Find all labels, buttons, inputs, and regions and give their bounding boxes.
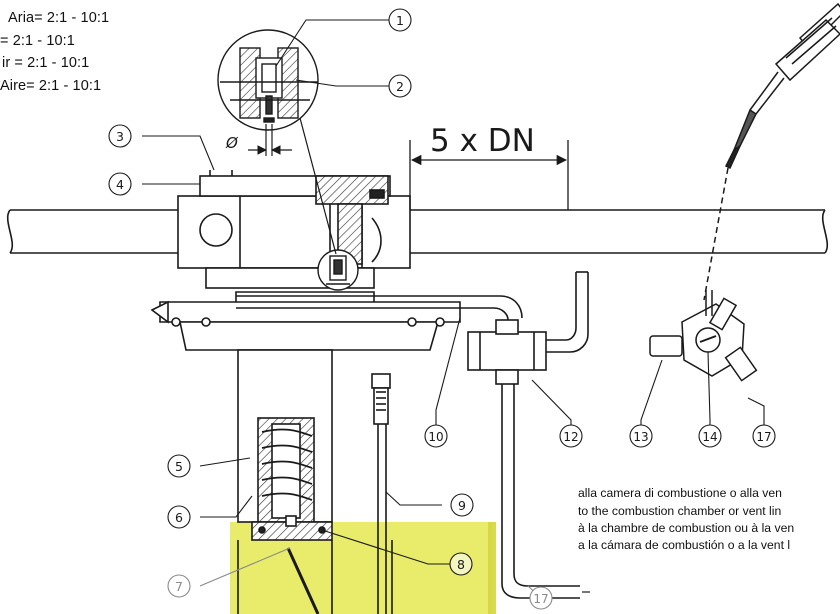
- ratio-label-it: Aria= 2:1 - 10:1: [8, 10, 110, 26]
- diameter-dimension: [248, 124, 292, 156]
- callout-5: 5: [167, 454, 191, 478]
- svg-text:7: 7: [175, 579, 183, 594]
- svg-text:9: 9: [458, 498, 466, 513]
- svg-text:10: 10: [428, 430, 443, 444]
- svg-text:8: 8: [457, 557, 465, 572]
- ratio-label-fr: ir = 2:1 - 10:1: [2, 55, 90, 71]
- diameter-symbol: Ø: [225, 134, 239, 152]
- callout-8: 8: [449, 552, 473, 576]
- callout-14: 14: [698, 424, 722, 448]
- callout-10: 10: [424, 424, 448, 448]
- svg-text:17: 17: [533, 592, 548, 606]
- vent-note-fr: à la chambre de combustion ou à la ven: [578, 521, 795, 535]
- ratio-label-en: = 2:1 - 10:1: [0, 33, 75, 49]
- impulse-pipe: [236, 295, 523, 321]
- dn-dimension-label: 5 x DN: [430, 123, 535, 159]
- callout-3: 3: [108, 124, 132, 148]
- vent-note-it: alla camera di combustione o alla ven: [578, 486, 782, 500]
- callout-6: 6: [167, 505, 191, 529]
- callout-17-outlet: 17: [529, 586, 553, 610]
- main-pipe: [6, 209, 829, 254]
- svg-text:13: 13: [633, 430, 648, 444]
- screwdriver-icon: [703, 2, 840, 301]
- tee-fitting: [467, 271, 589, 599]
- pressure-tap-tube: [371, 373, 391, 614]
- callout-7: 7: [167, 574, 191, 598]
- ratio-label-es: Aire= 2:1 - 10:1: [0, 78, 102, 94]
- callout-2: 2: [388, 74, 412, 98]
- svg-text:6: 6: [175, 510, 183, 525]
- svg-text:2: 2: [396, 79, 404, 94]
- svg-text:4: 4: [116, 177, 124, 192]
- vent-note-en: to the combustion chamber or vent lin: [578, 504, 782, 518]
- spring-housing: [237, 349, 333, 541]
- callout-17-valve: 17: [752, 424, 776, 448]
- callout-1: 1: [388, 8, 412, 32]
- regulator-body: [177, 170, 411, 289]
- detail-leader: [299, 117, 337, 255]
- dn-dimension: [409, 140, 569, 210]
- svg-text:3: 3: [116, 129, 124, 144]
- svg-text:5: 5: [175, 459, 183, 474]
- callout-13: 13: [629, 424, 653, 448]
- callout-4: 4: [108, 172, 132, 196]
- nozzle-detail: [217, 29, 319, 131]
- callout-12: 12: [559, 424, 583, 448]
- vent-note-es: a la cámara de combustión o a la vent l: [578, 538, 791, 552]
- svg-text:12: 12: [563, 430, 578, 444]
- callout-9: 9: [450, 493, 474, 517]
- internal-nozzle: [317, 249, 359, 291]
- svg-text:17: 17: [756, 430, 771, 444]
- svg-text:14: 14: [702, 430, 717, 444]
- three-way-valve: [649, 290, 758, 382]
- svg-text:1: 1: [396, 13, 404, 28]
- diaphragm-plate: [150, 291, 461, 351]
